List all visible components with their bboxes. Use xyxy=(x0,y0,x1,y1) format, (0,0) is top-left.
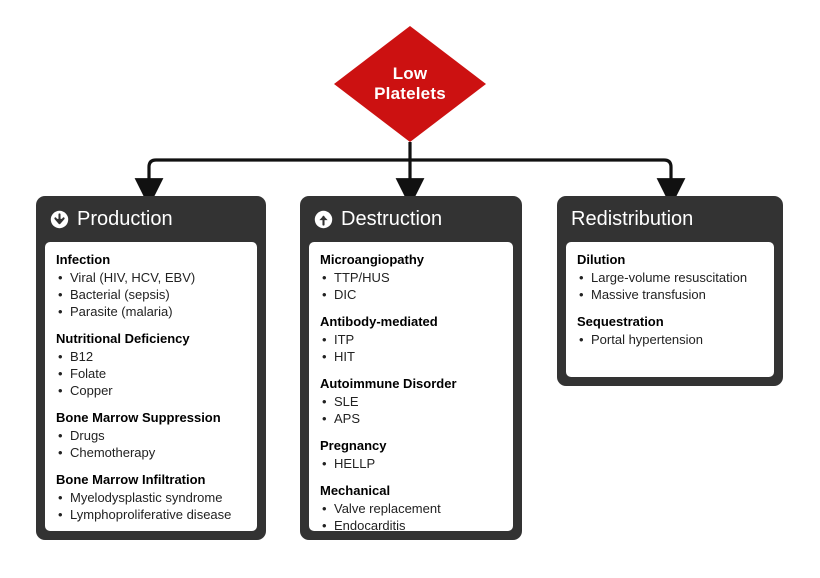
group-item-list: Large-volume resuscitation Massive trans… xyxy=(577,269,764,303)
group-pregnancy: Pregnancy HELLP xyxy=(320,437,503,472)
list-item: TTP/HUS xyxy=(320,269,503,286)
group-infection: Infection Viral (HIV, HCV, EBV) Bacteria… xyxy=(56,251,247,320)
group-item-list: TTP/HUS DIC xyxy=(320,269,503,303)
group-item-list: B12 Folate Copper xyxy=(56,348,247,399)
list-item: SLE xyxy=(320,393,503,410)
root-label-line-1: Low xyxy=(392,64,428,83)
category-body-destruction: Microangiopathy TTP/HUS DIC Antibody-med… xyxy=(307,240,515,533)
category-card-production[interactable]: Production Infection Viral (HIV, HCV, EB… xyxy=(36,196,266,540)
group-title: Infection xyxy=(56,252,111,267)
group-title: Dilution xyxy=(577,252,626,267)
group-item-list: Viral (HIV, HCV, EBV) Bacterial (sepsis)… xyxy=(56,269,247,320)
root-label-line-2: Platelets xyxy=(374,84,446,103)
category-header-redistribution: Redistribution xyxy=(557,196,783,242)
list-item: Myelodysplastic syndrome xyxy=(56,489,247,506)
list-item: Large-volume resuscitation xyxy=(577,269,764,286)
category-body-redistribution: Dilution Large-volume resuscitation Mass… xyxy=(564,240,776,379)
list-item: Chemotherapy xyxy=(56,444,247,461)
arrow-down-circle-icon xyxy=(50,210,69,228)
group-nutritional-deficiency: Nutritional Deficiency B12 Folate Copper xyxy=(56,330,247,399)
category-card-redistribution[interactable]: Redistribution Dilution Large-volume res… xyxy=(557,196,783,386)
group-title: Microangiopathy xyxy=(320,252,425,267)
root-node-label: Low Platelets xyxy=(334,26,486,142)
root-node-low-platelets[interactable]: Low Platelets xyxy=(334,26,486,142)
group-item-list: HELLP xyxy=(320,455,503,472)
group-dilution: Dilution Large-volume resuscitation Mass… xyxy=(577,251,764,303)
category-body-production: Infection Viral (HIV, HCV, EBV) Bacteria… xyxy=(43,240,259,533)
group-item-list: Valve replacement Endocarditis xyxy=(320,500,503,531)
list-item: HIT xyxy=(320,348,503,365)
group-item-list: Drugs Chemotherapy xyxy=(56,427,247,461)
list-item: Lymphoproliferative disease xyxy=(56,506,247,523)
group-autoimmune-disorder: Autoimmune Disorder SLE APS xyxy=(320,375,503,427)
list-item: Copper xyxy=(56,382,247,399)
list-item: Portal hypertension xyxy=(577,331,764,348)
group-item-list: Portal hypertension xyxy=(577,331,764,348)
group-item-list: ITP HIT xyxy=(320,331,503,365)
list-item: Drugs xyxy=(56,427,247,444)
list-item: ITP xyxy=(320,331,503,348)
group-title: Antibody-mediated xyxy=(320,314,438,329)
group-mechanical: Mechanical Valve replacement Endocarditi… xyxy=(320,482,503,531)
list-item: Endocarditis xyxy=(320,517,503,531)
category-card-destruction[interactable]: Destruction Microangiopathy TTP/HUS DIC … xyxy=(300,196,522,540)
list-item: APS xyxy=(320,410,503,427)
connector-to-redistribution xyxy=(410,158,686,207)
category-title-redistribution: Redistribution xyxy=(571,208,694,230)
group-title: Bone Marrow Infiltration xyxy=(56,472,206,487)
list-item: Valve replacement xyxy=(320,500,503,517)
group-bone-marrow-suppression: Bone Marrow Suppression Drugs Chemothera… xyxy=(56,409,247,461)
list-item: DIC xyxy=(320,286,503,303)
list-item: Folate xyxy=(56,365,247,382)
connector-to-production xyxy=(134,158,410,207)
list-item: Viral (HIV, HCV, EBV) xyxy=(56,269,247,286)
group-antibody-mediated: Antibody-mediated ITP HIT xyxy=(320,313,503,365)
arrow-up-circle-icon xyxy=(314,210,333,228)
group-title: Autoimmune Disorder xyxy=(320,376,457,391)
list-item: Bacterial (sepsis) xyxy=(56,286,247,303)
group-title: Bone Marrow Suppression xyxy=(56,410,221,425)
group-item-list: SLE APS xyxy=(320,393,503,427)
group-title: Pregnancy xyxy=(320,438,387,453)
list-item: B12 xyxy=(56,348,247,365)
list-item: Parasite (malaria) xyxy=(56,303,247,320)
category-title-production: Production xyxy=(77,208,173,230)
group-item-list: Myelodysplastic syndrome Lymphoprolifera… xyxy=(56,489,247,523)
group-title: Sequestration xyxy=(577,314,664,329)
list-item: HELLP xyxy=(320,455,503,472)
group-bone-marrow-infiltration: Bone Marrow Infiltration Myelodysplastic… xyxy=(56,471,247,523)
group-microangiopathy: Microangiopathy TTP/HUS DIC xyxy=(320,251,503,303)
list-item: Massive transfusion xyxy=(577,286,764,303)
group-title: Mechanical xyxy=(320,483,391,498)
group-title: Nutritional Deficiency xyxy=(56,331,190,346)
category-title-destruction: Destruction xyxy=(341,208,443,230)
group-sequestration: Sequestration Portal hypertension xyxy=(577,313,764,348)
category-header-destruction: Destruction xyxy=(300,196,522,242)
category-header-production: Production xyxy=(36,196,266,242)
